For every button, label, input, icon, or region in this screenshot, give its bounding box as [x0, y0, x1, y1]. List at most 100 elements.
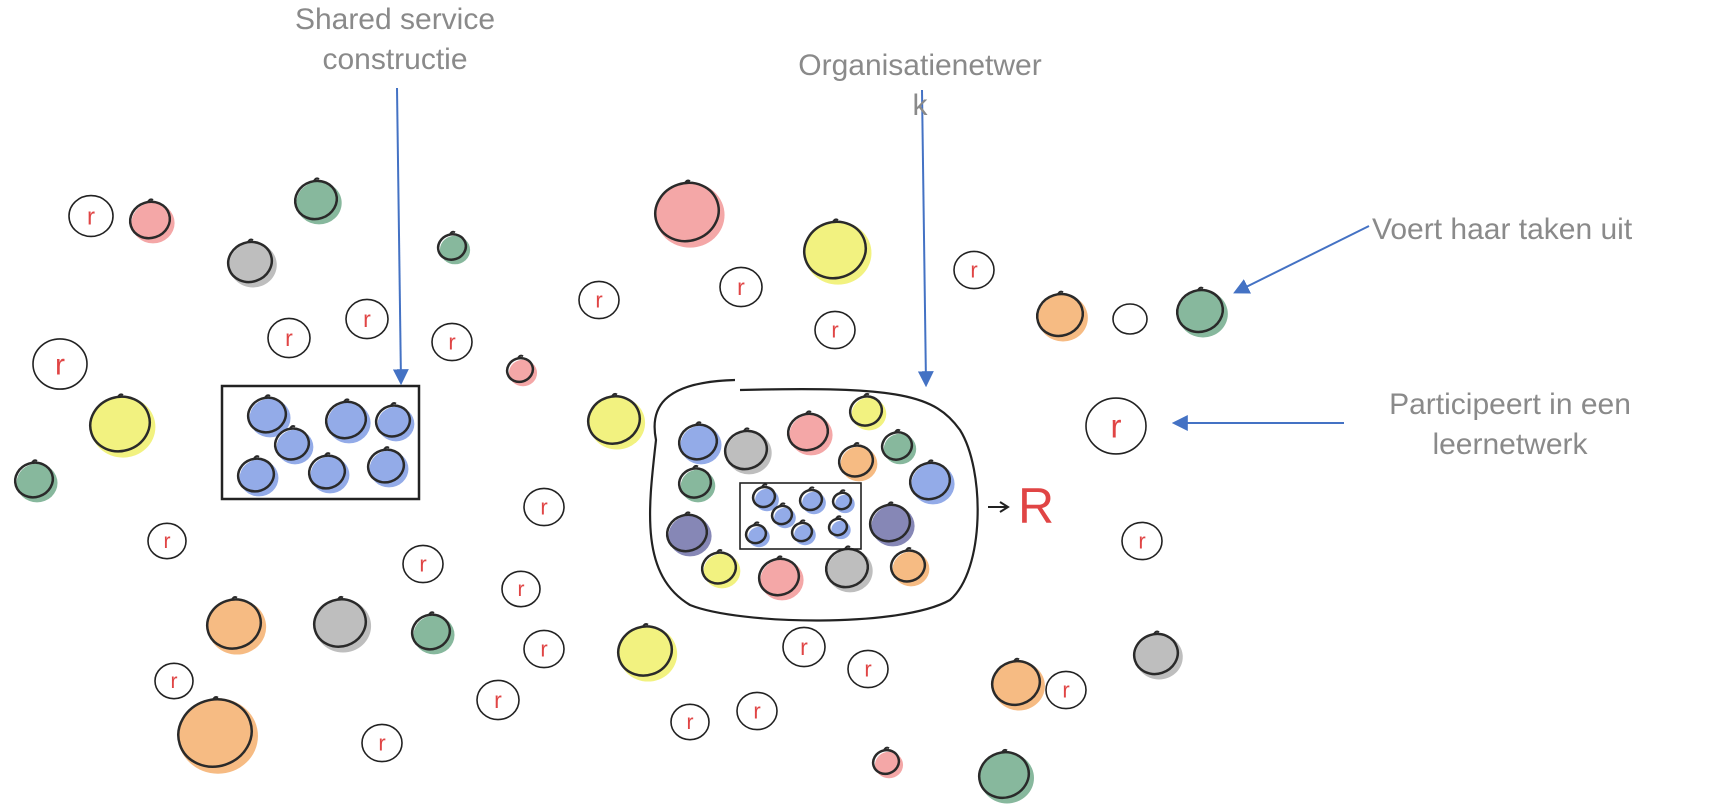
r-letter: r — [753, 699, 760, 724]
colored-blob — [128, 198, 175, 244]
r-letter: r — [737, 274, 745, 300]
r-letter: r — [1062, 678, 1069, 703]
colored-blob — [89, 393, 156, 458]
colored-blob — [848, 392, 887, 431]
r-letter: r — [378, 731, 385, 756]
colored-blob — [977, 748, 1034, 804]
r-circle-icon: r — [476, 679, 520, 721]
r-circle-icon: r — [578, 280, 620, 320]
voert-taken-arrow — [1233, 225, 1370, 294]
r-circle-icon: r — [1085, 397, 1147, 455]
colored-blob — [837, 442, 878, 482]
colored-blob — [889, 547, 930, 587]
colored-blob — [786, 410, 833, 456]
colored-blob — [871, 746, 904, 779]
r-circle-icon: r — [782, 626, 826, 668]
colored-blob — [827, 515, 851, 540]
colored-blob — [654, 179, 725, 248]
colored-blob — [868, 501, 915, 547]
r-letter: r — [285, 325, 293, 351]
r-circle-icon: r — [402, 544, 444, 584]
r-circle-icon: r — [719, 266, 763, 308]
r-letter: r — [540, 495, 547, 520]
colored-blob — [616, 623, 678, 682]
r-letter: r — [518, 578, 525, 601]
colored-blob — [1035, 290, 1088, 342]
r-circle-icon: r — [523, 629, 565, 669]
r-letter: r — [1111, 407, 1122, 444]
r-letter: r — [687, 711, 694, 734]
r-circle-icon: r — [147, 522, 187, 560]
r-letter: r — [1138, 529, 1145, 554]
r-letter: r — [864, 657, 871, 682]
colored-blob — [273, 425, 314, 465]
voert-taken-label: Voert haar taken uit — [1372, 213, 1633, 246]
r-letter: r — [419, 552, 426, 577]
r-circle-icon: r — [154, 662, 194, 700]
r-pointer-arrowhead — [999, 501, 1010, 513]
colored-blob — [1132, 630, 1183, 680]
colored-blob — [366, 446, 409, 488]
colored-blob — [177, 696, 258, 774]
colored-blob — [293, 177, 342, 225]
colored-blob — [770, 502, 796, 529]
organisatienetwerk-container — [648, 378, 979, 622]
colored-blob — [374, 402, 415, 442]
colored-blob — [880, 428, 917, 465]
r-letter: r — [595, 288, 602, 313]
colored-blob — [246, 394, 291, 438]
r-circle-icon: r — [68, 194, 114, 238]
r-circle-icon: r — [1045, 670, 1087, 710]
r-circle-icon: r — [32, 338, 88, 390]
colored-blob — [436, 230, 471, 265]
inner-shared-service-rectangle — [739, 482, 862, 550]
colored-blob — [505, 354, 538, 387]
colored-blob — [236, 455, 279, 497]
colored-blob — [751, 483, 779, 512]
colored-blob — [677, 464, 716, 503]
colored-blob — [831, 489, 855, 514]
r-circle-icon: r — [847, 649, 889, 689]
colored-blob — [410, 611, 455, 655]
colored-blob — [13, 459, 58, 503]
participeert-label: Participeert in een leernetwerk — [1389, 388, 1631, 461]
big-r-label: R — [1018, 478, 1054, 534]
r-circle-icon: r — [814, 310, 856, 350]
r-circle-icon: r — [736, 691, 778, 731]
r-circle-icon: r — [345, 298, 389, 340]
colored-blob — [226, 238, 277, 288]
colored-blob — [665, 511, 712, 557]
empty-circle-icon — [1112, 303, 1148, 335]
r-circle-icon: r — [670, 703, 710, 741]
colored-blob — [700, 549, 741, 589]
r-circle-icon: r — [523, 487, 565, 527]
colored-blob — [803, 218, 872, 285]
colored-blob — [908, 459, 955, 505]
r-letter: r — [540, 637, 547, 662]
colored-blob — [723, 427, 772, 475]
colored-blob — [990, 657, 1045, 711]
colored-blob — [1175, 286, 1228, 338]
r-letter: r — [164, 530, 171, 553]
colored-blob — [744, 521, 770, 548]
r-letter: r — [448, 330, 455, 355]
colored-blob — [798, 486, 826, 515]
r-letter: r — [87, 203, 95, 230]
colored-blob — [677, 421, 722, 465]
r-letter: r — [800, 634, 808, 660]
r-circle-icon: r — [953, 250, 995, 290]
colored-blob — [307, 452, 350, 494]
r-circle-icon: r — [501, 570, 541, 608]
r-letter: r — [363, 306, 371, 332]
organisatienetwerk-label: Organisatienetwer k — [798, 49, 1042, 122]
r-letter: r — [970, 258, 977, 283]
r-letter: r — [831, 318, 838, 343]
colored-blob — [586, 392, 646, 450]
organisatienetwerk-arrow — [917, 89, 934, 388]
shared-service-rectangle — [220, 384, 421, 501]
r-letter: r — [494, 687, 502, 713]
r-letter: r — [55, 348, 65, 381]
colored-blob — [205, 596, 267, 655]
